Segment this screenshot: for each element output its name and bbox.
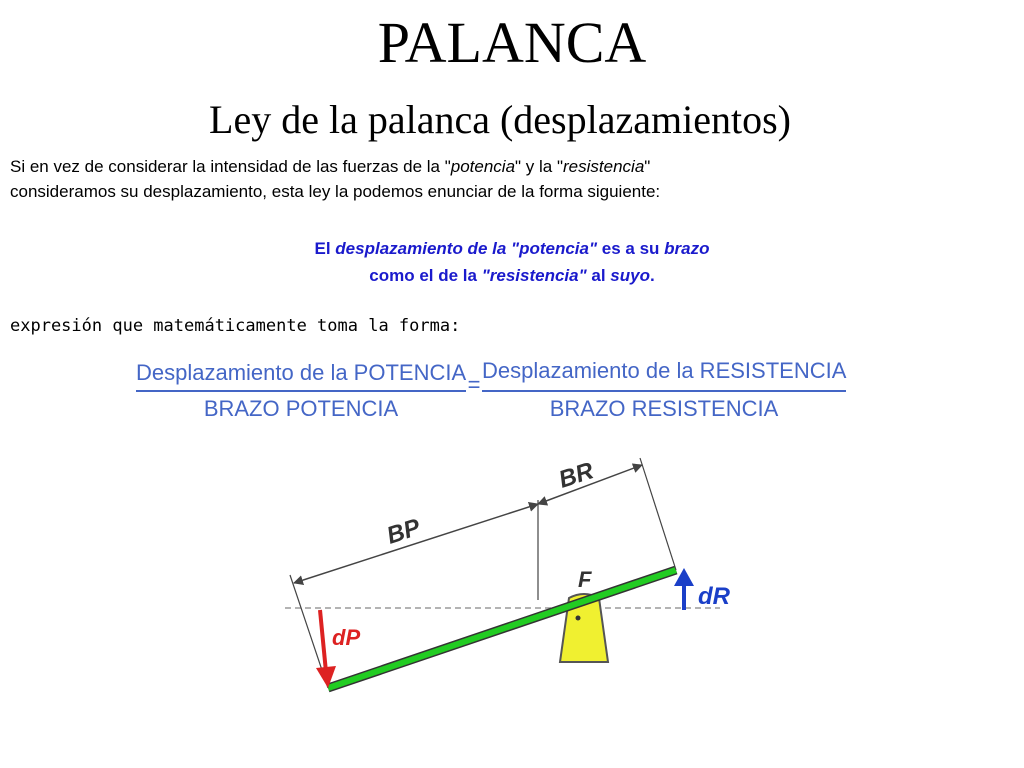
- law-text-italic: desplazamiento de la "potencia": [335, 239, 598, 258]
- law-text: es a su: [597, 239, 665, 258]
- intro-text: Si en vez de considerar la intensidad de…: [10, 157, 451, 176]
- intro-text: " y la ": [515, 157, 564, 176]
- page-title: PALANCA: [377, 10, 647, 75]
- formula-right-fraction-bar: [482, 390, 846, 392]
- dr-arrow-head: [674, 568, 694, 586]
- law-text: .: [649, 266, 655, 285]
- lever-bar: [327, 567, 677, 691]
- intro-resistencia: resistencia: [563, 157, 645, 176]
- intro-paragraph: Si en vez de considerar la intensidad de…: [10, 154, 1010, 204]
- law-text-italic: suyo: [610, 266, 650, 285]
- dp-label: dP: [332, 625, 360, 650]
- formula-right-numerator: Desplazamiento de la RESISTENCIA: [482, 358, 847, 383]
- formula-left-denominator: BRAZO POTENCIA: [203, 396, 399, 421]
- formula-right-denominator: BRAZO RESISTENCIA: [549, 396, 779, 421]
- br-label: BR: [556, 457, 598, 494]
- bp-label: BP: [384, 513, 425, 549]
- formula-equals: =: [467, 372, 481, 397]
- extension-line-right: [639, 457, 677, 571]
- law-statement: El desplazamiento de la "potencia" es a …: [0, 235, 1024, 289]
- dp-arrow-shaft: [318, 609, 328, 673]
- law-text: al: [586, 266, 611, 285]
- formula-left-numerator: Desplazamiento de la POTENCIA: [136, 360, 467, 385]
- br-dimension-arrow: [537, 463, 643, 506]
- expression-intro: expresión que matemáticamente toma la fo…: [10, 316, 461, 336]
- law-text: El: [314, 239, 336, 258]
- page-subtitle: Ley de la palanca (desplazamientos): [209, 97, 791, 142]
- dr-label: dR: [698, 583, 731, 610]
- fulcrum-pivot-dot: [575, 615, 581, 621]
- law-text-italic: "resistencia": [481, 266, 587, 285]
- law-text: como el de la: [369, 266, 482, 285]
- lever-diagram: BP BR F dP dR: [285, 457, 731, 693]
- intro-text: ": [644, 157, 651, 176]
- fulcrum-label: F: [578, 567, 592, 592]
- formula-left-fraction-bar: [136, 390, 466, 392]
- dp-arrow-head: [316, 666, 336, 688]
- formula: Desplazamiento de la POTENCIA BRAZO POTE…: [136, 356, 856, 426]
- bp-dimension-arrow: [293, 502, 539, 585]
- intro-potencia: potencia: [450, 157, 516, 176]
- law-text-italic: brazo: [664, 239, 710, 258]
- intro-line-2: consideramos su desplazamiento, esta ley…: [10, 182, 661, 201]
